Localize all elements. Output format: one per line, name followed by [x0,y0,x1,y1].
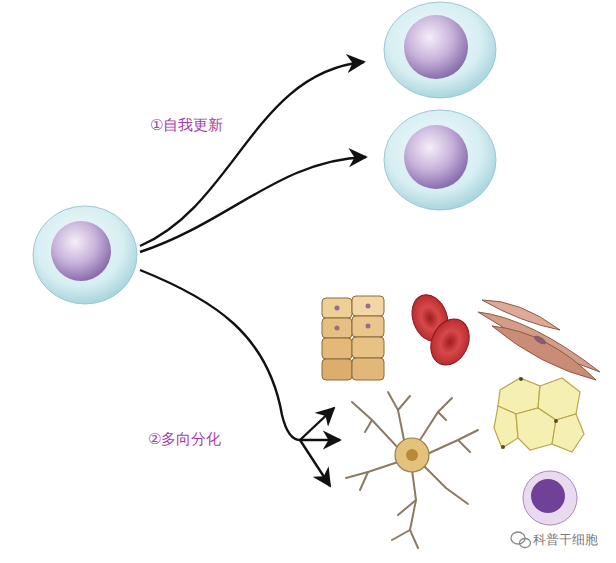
blood-cell [531,479,565,513]
neuron [398,500,416,515]
neuron [346,392,478,548]
arrow [140,270,300,440]
neuron [406,449,418,461]
muscle-cells [492,326,596,380]
daughter-cell [404,15,468,79]
epithelial-cells [366,304,371,309]
daughter-cell [384,2,496,98]
epithelial-cells [335,306,340,311]
neuron [388,392,404,440]
fat-cells [494,377,584,452]
epithelial-cells [335,326,340,331]
neuron [438,412,446,420]
muscle-cells [532,334,547,346]
stem-cell [33,206,137,304]
neuron [360,472,368,490]
muscle-cells [478,300,600,380]
arrow [300,408,334,440]
fat-cells [552,414,584,452]
neuron [352,402,400,450]
arrow [140,62,364,246]
neuron [410,470,418,548]
epithelial-cells [322,296,384,380]
blood-cell [523,471,577,525]
epithelial-cells [366,324,371,329]
red-blood-cells [424,313,477,372]
watermark-icon [520,539,531,548]
fat-cells [494,406,518,448]
arrow [300,440,330,486]
neuron [398,396,410,410]
neuron [392,530,410,540]
blood-cell [523,471,577,525]
muscle-cells [482,300,560,330]
epithelial-cells [322,318,352,338]
fat-cells [501,445,505,449]
neuron [424,466,468,504]
epithelial-cells [352,316,384,337]
fat-cells [519,377,523,381]
epithelial-cells [322,338,352,359]
step-label: ②多向分化 [148,430,221,448]
epithelial-cells [322,359,352,380]
epithelial-cells [322,298,352,318]
neuron [346,462,398,478]
neuron [395,438,429,472]
watermark-icon [511,532,525,544]
daughter-cell [384,110,496,210]
watermark-icon [511,532,531,548]
red-blood-cells [406,290,477,372]
daughter-cell [404,125,468,189]
fat-cells [516,408,556,450]
daughter-cell [384,2,496,98]
neuron [365,420,372,432]
stem-cell [51,221,111,281]
epithelial-cells [352,337,384,358]
fat-cells [554,419,558,423]
neuron [458,440,470,452]
epithelial-cells [352,296,384,316]
watermark: 科普干细胞 [533,532,598,548]
step-label: ①自我更新 [150,116,223,134]
epithelial-cells [352,358,384,380]
arrow [300,439,340,441]
neuron [425,430,478,455]
daughter-cell [384,110,496,210]
stem-cell [33,206,137,304]
arrow [140,62,366,486]
arrow [140,157,366,252]
neuron [420,398,452,440]
